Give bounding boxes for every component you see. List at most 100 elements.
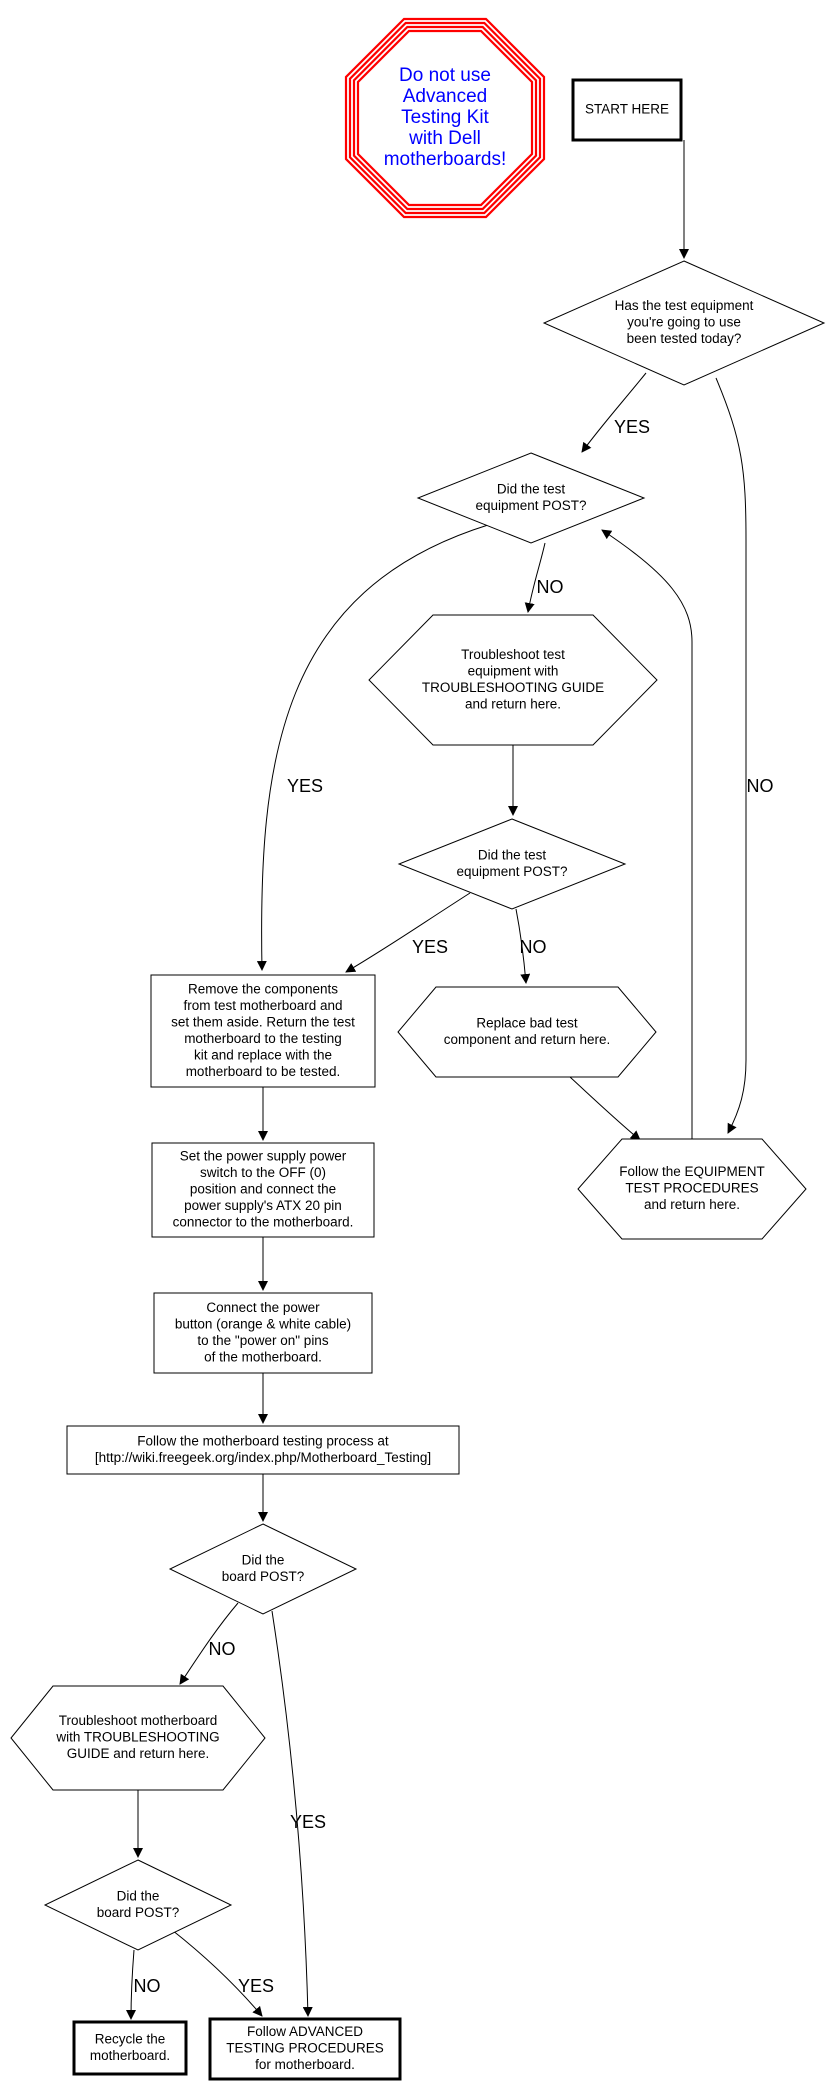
node-q-board-post-2: Did the board POST? xyxy=(43,1859,233,1951)
node-text-line: Did the test xyxy=(478,847,547,862)
node-text-line: power supply's ATX 20 pin xyxy=(184,1198,342,1213)
warning-text-line: Testing Kit xyxy=(401,107,489,128)
node-text-line: Connect the power xyxy=(206,1300,320,1315)
node-text-line: START HERE xyxy=(585,102,669,117)
node-start: START HERE xyxy=(571,78,683,142)
warning-text-line: with Dell xyxy=(408,128,481,149)
node-text-line: Recycle the xyxy=(95,2031,166,2046)
decision-diamond xyxy=(542,260,826,386)
edge-arrow xyxy=(179,1602,239,1685)
node-text-line: Troubleshoot motherboard xyxy=(59,1713,218,1728)
action-hexagon xyxy=(10,1685,266,1791)
edge-replace-bad-to-equipment-procedures xyxy=(569,1076,641,1141)
node-text-line: motherboard to the testing xyxy=(184,1031,342,1046)
action-hexagon xyxy=(368,614,658,746)
node-testing-process: Follow the motherboard testing process a… xyxy=(66,1425,460,1475)
node-text-line: GUIDE and return here. xyxy=(67,1746,210,1761)
node-text-line: motherboard. xyxy=(90,2048,170,2063)
node-text-line: with TROUBLESHOOTING xyxy=(55,1730,219,1745)
process-box xyxy=(153,1292,373,1374)
edge-q-post-1-to-troubleshoot-equipment: NO xyxy=(524,542,564,613)
edge-q-tested-today-to-q-post-1: YES xyxy=(581,372,650,453)
edge-q-board-post-1-to-troubleshoot-board: NO xyxy=(179,1602,239,1685)
process-box xyxy=(150,974,376,1088)
edge-label: YES xyxy=(238,1976,274,1996)
edge-label: YES xyxy=(412,937,448,957)
node-text-line: and return here. xyxy=(644,1197,740,1212)
node-text-line: [http://wiki.freegeek.org/index.php/Moth… xyxy=(95,1450,431,1465)
warning-text-line: Advanced xyxy=(403,86,488,107)
edge-q-board-post-1-to-advanced-procedures: YES xyxy=(271,1610,326,2017)
edge-arrow xyxy=(569,1076,641,1141)
edge-label: NO xyxy=(209,1639,236,1659)
node-text-line: kit and replace with the xyxy=(194,1047,332,1062)
decision-diamond xyxy=(416,452,646,544)
node-text-line: for motherboard. xyxy=(255,2057,355,2072)
node-text-line: Did the xyxy=(117,1888,160,1903)
process-box xyxy=(208,2017,402,2081)
node-text-line: position and connect the xyxy=(190,1182,336,1197)
node-text-line: Replace bad test xyxy=(476,1015,578,1030)
edge-arrow xyxy=(515,908,531,984)
warning-border-ring xyxy=(352,25,538,211)
edge-label: YES xyxy=(614,417,650,437)
edge-arrow xyxy=(256,524,489,971)
node-text-line: Follow ADVANCED xyxy=(247,2024,363,2039)
decision-diamond xyxy=(43,1859,233,1951)
decision-diamond xyxy=(397,818,627,910)
edge-label: YES xyxy=(287,776,323,796)
warning-border-ring xyxy=(356,29,534,207)
edge-arrow xyxy=(601,529,693,1139)
node-text-line: you're going to use xyxy=(627,315,741,330)
node-recycle: Recycle the motherboard. xyxy=(72,2020,188,2076)
node-text-line: equipment POST? xyxy=(456,864,567,879)
edge-label: YES xyxy=(290,1812,326,1832)
process-box xyxy=(72,2020,188,2076)
node-text-line: to the "power on" pins xyxy=(197,1333,328,1348)
node-text-line: Follow the EQUIPMENT xyxy=(619,1164,765,1179)
node-text-line: board POST? xyxy=(97,1905,180,1920)
node-remove-components: Remove the components from test motherboa… xyxy=(150,974,376,1088)
edge-label: NO xyxy=(537,577,564,597)
node-text-line: Follow the motherboard testing process a… xyxy=(137,1433,389,1448)
process-box xyxy=(571,78,683,142)
process-box xyxy=(66,1425,460,1475)
edge-label: NO xyxy=(520,937,547,957)
node-text-line: of the motherboard. xyxy=(204,1349,322,1364)
edge-q-post-2-to-remove-components: YES xyxy=(345,892,471,973)
node-q-tested-today: Has the test equipment you're going to us… xyxy=(542,260,826,386)
node-q-post-2: Did the test equipment POST? xyxy=(397,818,627,910)
node-text-line: equipment POST? xyxy=(475,498,586,513)
edges-layer: YES NO NO YES YES NO NO YES NO YES xyxy=(126,140,774,2020)
edge-q-post-2-to-replace-bad: NO xyxy=(515,908,547,984)
process-box xyxy=(151,1142,375,1238)
warning-text-line: Do not use xyxy=(399,65,491,86)
node-text-line: been tested today? xyxy=(627,331,742,346)
edge-arrow xyxy=(524,542,546,613)
node-text-line: TESTING PROCEDURES xyxy=(226,2041,384,2056)
node-text-line: Remove the components xyxy=(188,981,338,996)
edge-arrow xyxy=(126,1949,137,2020)
edge-q-tested-today-to-equipment-procedures: NO xyxy=(715,377,774,1134)
edge-arrow xyxy=(581,372,647,453)
node-text-line: board POST? xyxy=(222,1569,305,1584)
node-text-line: Has the test equipment xyxy=(615,298,754,313)
edge-q-board-post-2-to-advanced-procedures: YES xyxy=(171,1929,274,2017)
warning-border-ring xyxy=(344,17,546,219)
edge-arrow xyxy=(171,1929,263,2017)
node-text-line: from test motherboard and xyxy=(183,998,342,1013)
warning-border-ring xyxy=(348,21,542,215)
edge-label: NO xyxy=(134,1976,161,1996)
action-hexagon xyxy=(397,986,657,1078)
node-text-line: Set the power supply power xyxy=(180,1149,347,1164)
